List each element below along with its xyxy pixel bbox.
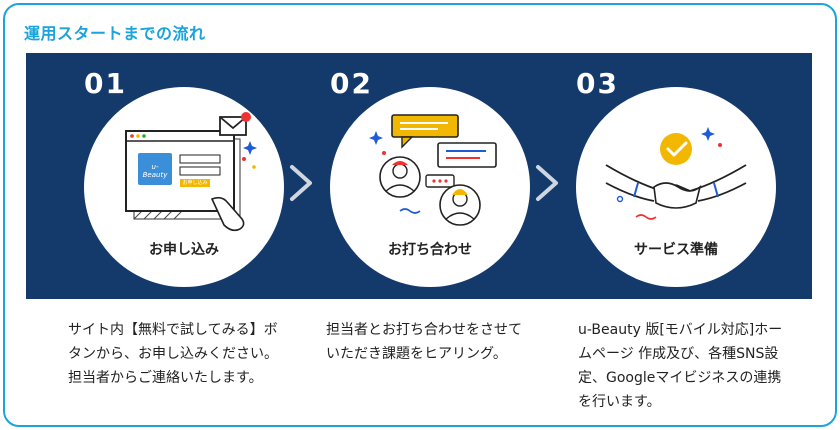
step-number: 03 (576, 67, 619, 100)
meeting-illustration (369, 114, 497, 226)
step-label: サービス準備 (634, 242, 718, 258)
step-label: お申し込み (149, 242, 219, 258)
step-illustration: サービス準備 (576, 87, 776, 287)
step-label: お打ち合わせ (388, 242, 472, 258)
section-title: 運用スタートまでの流れ (24, 24, 206, 43)
card-signup-button: お申し込み (182, 180, 208, 186)
step-2-description: 担当者とお打ち合わせをさせていただき課題をヒアリング。 (326, 322, 522, 362)
step-illustration: お打ち合わせ (330, 87, 530, 287)
card-logo: u-Beauty (142, 163, 168, 179)
steps-banner: 01 (26, 53, 812, 299)
step-1: 01 (70, 53, 300, 299)
chevron-right-icon (536, 165, 558, 201)
signup-illustration (125, 112, 257, 232)
step-illustration: u-Beauty お申し込み お申し込み (84, 87, 284, 287)
step-3-description: u-Beauty 版[モバイル対応]ホームページ 作成及び、各種SNS設定、Go… (578, 322, 783, 410)
step-2: 02 (316, 53, 546, 299)
step-number: 01 (84, 67, 127, 100)
step-number: 02 (330, 67, 373, 100)
step-1-description: サイト内【無料で試してみる】ボタンから、お申し込みください。担当者からご連絡いた… (68, 322, 278, 386)
step-3: 03 サービス準備 (562, 53, 792, 299)
handshake-illustration (605, 127, 747, 220)
chevron-right-icon (290, 165, 312, 201)
